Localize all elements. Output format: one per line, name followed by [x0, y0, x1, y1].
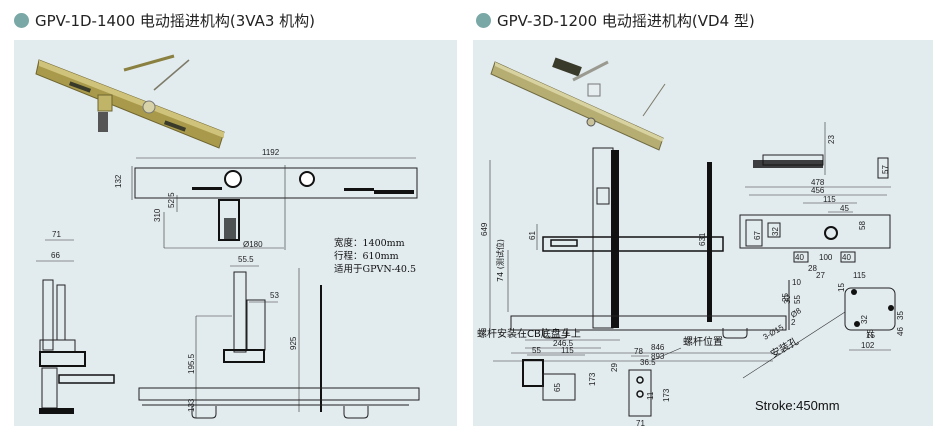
- dim-71: 71: [636, 419, 645, 426]
- dim-58: 58: [858, 221, 867, 230]
- dim-649: 649: [480, 222, 489, 236]
- spec-width: 宽度：1400mm: [334, 237, 405, 249]
- front-view: 55.5 53 195.5 133 925: [138, 255, 420, 419]
- bullet-icon: [476, 12, 491, 28]
- left-title-text: GPV-1D-1400 电动摇进机构(3VA3 机构): [35, 11, 316, 30]
- dim-30: 30: [783, 295, 792, 304]
- dim-32: 32: [771, 227, 780, 236]
- dim-893: 893: [651, 352, 665, 361]
- dim-53: 53: [270, 291, 279, 300]
- bottom-views: 螺杆安装在CB底盘车上 246.5 55 115 65 173 29 78 36…: [477, 327, 723, 426]
- left-panel: 1192 132 52.5 310 Ø180 宽度：1400mm 行程：610m…: [14, 40, 457, 426]
- dim-456: 456: [811, 186, 825, 195]
- dim-10: 10: [792, 278, 801, 287]
- dim-310: 310: [153, 208, 162, 222]
- dim-55-5: 55.5: [238, 255, 254, 264]
- dim-478: 478: [811, 178, 825, 187]
- dim-102: 102: [861, 341, 875, 350]
- dim-115b: 115: [853, 271, 866, 280]
- dim-28: 28: [808, 264, 817, 273]
- right-title: GPV-3D-1200 电动摇进机构(VD4 型): [476, 8, 755, 32]
- dim-23: 23: [827, 135, 836, 144]
- label-screw-on-cb: 螺杆安装在CB底盘车上: [477, 327, 581, 340]
- dim-173a: 173: [588, 372, 597, 386]
- bullet-icon: [14, 12, 29, 28]
- dim-195-5: 195.5: [187, 353, 196, 374]
- right-title-text: GPV-3D-1200 电动摇进机构(VD4 型): [497, 11, 755, 30]
- dim-2: 2: [791, 318, 796, 327]
- dim-15b: 15: [866, 331, 875, 340]
- dim-32b: 32: [860, 315, 869, 324]
- mount-hole-detail: 28 27 115 10 25 15 Ø8 35 46 32 25 15 102…: [742, 264, 905, 379]
- top-view: 1192 132 52.5 310 Ø180: [114, 148, 418, 250]
- dim-29: 29: [610, 363, 619, 372]
- dim-57: 57: [881, 165, 890, 174]
- dim-66: 66: [51, 251, 60, 260]
- dim-40a: 40: [795, 253, 804, 262]
- dim-46: 46: [896, 327, 905, 336]
- dim-65: 65: [553, 383, 562, 392]
- dim-diam-180: Ø180: [243, 240, 263, 249]
- dim-45: 45: [840, 204, 849, 213]
- dim-78: 78: [634, 347, 643, 356]
- dim-74-test: 74 (测试位): [495, 239, 505, 282]
- dim-115: 115: [823, 195, 836, 204]
- dim-15: 15: [837, 283, 846, 292]
- mechanism-photo: [35, 54, 225, 149]
- main-side-view: 649 74 (测试位) 61 631 846 893 30 55 2: [480, 147, 802, 362]
- top-view: 23 57 478 456 115 45 67 32 58 40 100 40: [739, 122, 891, 263]
- dim-40b: 40: [842, 253, 851, 262]
- label-3-holes: 3-Ø15: [762, 323, 786, 342]
- dim-27: 27: [816, 271, 825, 280]
- spec-stroke: 行程：610mm: [334, 250, 399, 262]
- dim-173b: 173: [662, 388, 671, 402]
- left-drawing: 1192 132 52.5 310 Ø180 宽度：1400mm 行程：610m…: [35, 54, 420, 419]
- dim-925: 925: [289, 336, 298, 350]
- dim-35: 35: [896, 311, 905, 320]
- label-mount-holes: 安装孔: [768, 334, 800, 360]
- dim-71: 71: [52, 230, 61, 239]
- dim-100: 100: [819, 253, 833, 262]
- label-screw-position: 螺杆位置: [683, 335, 723, 348]
- spec-applies: 适用于GPVN-40.5: [334, 264, 416, 275]
- dim-631: 631: [698, 232, 707, 246]
- dim-25: 25: [781, 293, 790, 302]
- dim-55: 55: [532, 346, 541, 355]
- dim-55-side: 55: [793, 295, 802, 304]
- stroke-label: Stroke:450mm: [755, 398, 840, 413]
- mechanism-photo: [490, 57, 666, 151]
- left-title: GPV-1D-1400 电动摇进机构(3VA3 机构): [14, 8, 315, 32]
- dim-67: 67: [753, 231, 762, 240]
- dim-115c: 115: [561, 346, 574, 355]
- dim-25b: 25: [866, 329, 875, 338]
- right-drawing: 649 74 (测试位) 61 631 846 893 30 55 2: [477, 57, 905, 426]
- dim-61: 61: [528, 231, 537, 240]
- side-view: 71 66: [36, 230, 115, 414]
- dim-1192: 1192: [262, 148, 280, 157]
- dim-246-5: 246.5: [553, 339, 574, 348]
- dim-846: 846: [651, 343, 665, 352]
- dim-132: 132: [114, 174, 123, 188]
- specs-block: 宽度：1400mm 行程：610mm 适用于GPVN-40.5: [334, 237, 416, 275]
- right-panel: 649 74 (测试位) 61 631 846 893 30 55 2: [473, 40, 933, 426]
- dim-36-5: 36.5: [640, 358, 656, 367]
- dim-52-5: 52.5: [167, 192, 176, 208]
- dim-11: 11: [646, 391, 655, 400]
